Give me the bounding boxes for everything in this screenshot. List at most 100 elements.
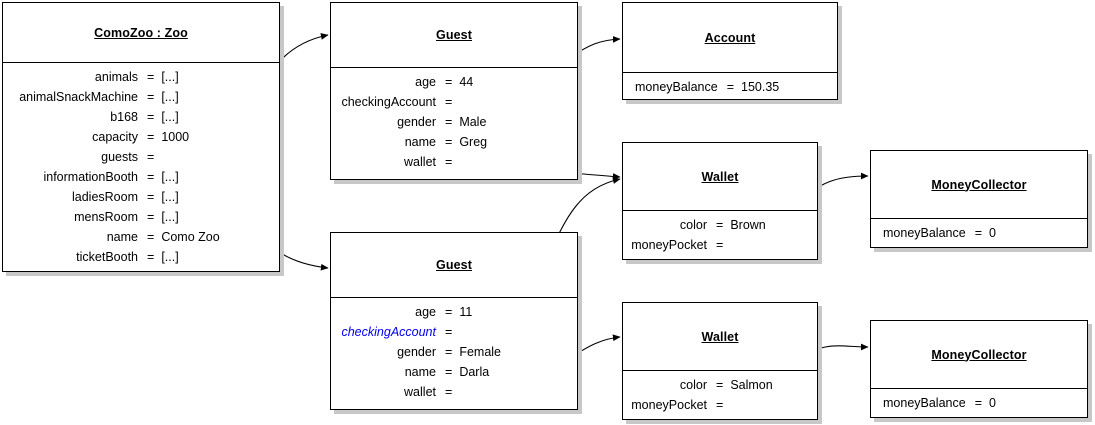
attribute-name: guests (101, 150, 138, 164)
attribute-row-wallet: wallet = (331, 152, 577, 172)
attribute-name: name (106, 230, 138, 244)
attribute-equals: = (716, 398, 724, 412)
attribute-equals: = (445, 75, 453, 89)
attribute-value: 1000 (161, 130, 190, 144)
object-title-moneycollector-bottom: MoneyCollector (931, 347, 1027, 362)
attribute-name: age (415, 305, 436, 319)
attribute-equals: = (147, 90, 155, 104)
object-box-moneycollector-top[interactable]: MoneyCollector moneyBalance = 0 (870, 150, 1088, 248)
object-box-wallet-brown[interactable]: Wallet color = Brown moneyPocket = (622, 142, 818, 260)
object-title-guest-greg: Guest (436, 28, 472, 42)
attribute-value: 11 (459, 305, 473, 319)
attribute-row: animals = [...] (3, 67, 279, 87)
attribute-row-moneypocket: moneyPocket = (623, 395, 817, 415)
object-header-wallet-brown: Wallet (623, 143, 817, 211)
object-header-moneycollector-top: MoneyCollector (871, 151, 1087, 219)
attribute-value: Darla (459, 365, 490, 379)
attribute-row: ladiesRoom = [...] (3, 187, 279, 207)
attribute-equals: = (716, 218, 724, 232)
attribute-row: capacity = 1000 (3, 127, 279, 147)
attribute-equals: = (147, 250, 155, 264)
attribute-equals: = (716, 378, 724, 392)
attribute-value: [...] (161, 70, 179, 84)
attribute-row-guests: guests = (3, 147, 279, 167)
attribute-row: name = Como Zoo (3, 227, 279, 247)
object-attributes-guest-darla: age = 11 checkingAccount = gender = Fema… (331, 298, 577, 404)
attribute-value: [...] (161, 110, 179, 124)
attribute-name: ticketBooth (76, 250, 138, 264)
attribute-value: 44 (459, 75, 474, 89)
attribute-row: color = Brown (623, 215, 817, 235)
attribute-name: animals (94, 70, 138, 84)
object-title-guest-darla: Guest (436, 258, 472, 272)
attribute-name: moneyPocket (631, 238, 707, 252)
attribute-row: informationBooth = [...] (3, 167, 279, 187)
object-attributes-guest-greg: age = 44 checkingAccount = gender = Male… (331, 68, 577, 174)
object-title-account: Account (704, 30, 756, 45)
attribute-row-checkingaccount: checkingAccount = (331, 322, 577, 342)
attribute-equals: = (445, 95, 453, 109)
attribute-value: Male (459, 115, 487, 129)
attribute-value: [...] (161, 250, 179, 264)
attribute-row: moneyBalance = 0 (883, 223, 1087, 243)
attribute-equals: = (147, 130, 155, 144)
attribute-row: animalSnackMachine = [...] (3, 87, 279, 107)
attribute-equals: = (147, 230, 155, 244)
object-box-comozoo[interactable]: ComoZoo : Zoo animals = [...] animalSnac… (2, 2, 280, 272)
object-title-comozoo: ComoZoo : Zoo (94, 25, 188, 40)
object-header-wallet-salmon: Wallet (623, 303, 817, 371)
object-box-account[interactable]: Account moneyBalance = 150.35 (622, 2, 838, 100)
attribute-equals: = (445, 385, 453, 399)
attribute-value: Greg (459, 135, 488, 149)
attribute-name: color (679, 218, 707, 232)
attribute-value: [...] (161, 190, 179, 204)
attribute-value: Female (459, 345, 501, 359)
object-attributes-moneycollector-bottom: moneyBalance = 0 (871, 389, 1087, 415)
attribute-name: capacity (92, 130, 138, 144)
object-header-comozoo: ComoZoo : Zoo (3, 3, 279, 63)
attribute-equals: = (147, 170, 155, 184)
attribute-equals: = (147, 150, 155, 164)
object-attributes-account: moneyBalance = 150.35 (623, 73, 837, 99)
attribute-value: 150.35 (741, 80, 780, 94)
object-box-guest-greg[interactable]: Guest age = 44 checkingAccount = gender … (330, 2, 578, 180)
attribute-equals: = (445, 325, 453, 339)
attribute-row-wallet: wallet = (331, 382, 577, 402)
attribute-value: Salmon (730, 378, 773, 392)
object-box-moneycollector-bottom[interactable]: MoneyCollector moneyBalance = 0 (870, 320, 1088, 418)
attribute-value: 0 (989, 226, 996, 240)
object-box-guest-darla[interactable]: Guest age = 11 checkingAccount = gender … (330, 232, 578, 410)
attribute-row: b168 = [...] (3, 107, 279, 127)
object-box-wallet-salmon[interactable]: Wallet color = Salmon moneyPocket = (622, 302, 818, 420)
attribute-row: name = Greg (331, 132, 577, 152)
attribute-equals: = (445, 305, 453, 319)
attribute-row: age = 11 (331, 302, 577, 322)
attribute-value: [...] (161, 90, 179, 104)
attribute-value: [...] (161, 170, 179, 184)
attribute-row-moneypocket: moneyPocket = (623, 235, 817, 255)
attribute-name: checkingAccount (341, 325, 436, 339)
attribute-name: moneyBalance (635, 80, 718, 94)
object-header-moneycollector-bottom: MoneyCollector (871, 321, 1087, 389)
attribute-name: ladiesRoom (71, 190, 138, 204)
attribute-equals: = (147, 110, 155, 124)
object-title-moneycollector-top: MoneyCollector (931, 177, 1027, 192)
attribute-value: [...] (161, 210, 179, 224)
attribute-row: color = Salmon (623, 375, 817, 395)
attribute-equals: = (147, 210, 155, 224)
attribute-name: mensRoom (74, 210, 138, 224)
attribute-equals: = (147, 70, 155, 84)
attribute-name: animalSnackMachine (19, 90, 138, 104)
attribute-name: wallet (404, 385, 436, 399)
attribute-equals: = (716, 238, 724, 252)
attribute-name: gender (397, 345, 436, 359)
object-header-guest-greg: Guest (331, 3, 577, 68)
attribute-name: b168 (110, 110, 138, 124)
attribute-name: wallet (404, 155, 436, 169)
attribute-name: color (679, 378, 707, 392)
attribute-name: gender (397, 115, 436, 129)
attribute-equals: = (974, 226, 983, 240)
attribute-name: moneyPocket (631, 398, 707, 412)
attribute-equals: = (445, 155, 453, 169)
